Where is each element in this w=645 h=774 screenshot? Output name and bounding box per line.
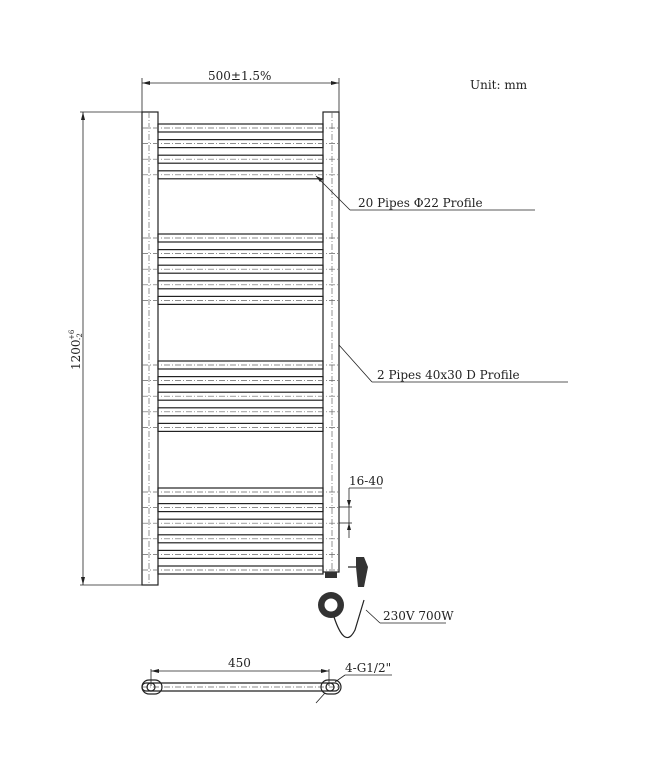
- left-column: [141, 111, 159, 586]
- heater-element: 230V 700W: [318, 557, 454, 639]
- height-tol-upper: +6: [68, 329, 76, 340]
- pipes-label: 20 Pipes Φ22 Profile: [358, 196, 483, 210]
- columns-leader: 2 Pipes 40x30 D Profile: [338, 344, 568, 383]
- columns-label: 2 Pipes 40x30 D Profile: [377, 368, 520, 382]
- connection-label: 4-G1/2": [345, 661, 391, 675]
- heater-label: 230V 700W: [383, 609, 454, 623]
- height-dimension: 1200 +6 -2: [68, 111, 142, 586]
- height-tol-lower: -2: [76, 333, 84, 340]
- valve-offset-label: 16-40: [349, 474, 384, 488]
- width-dim-label: 500±1.5%: [208, 69, 271, 83]
- pipes-leader: 20 Pipes Φ22 Profile: [315, 175, 535, 211]
- width-dimension: 500±1.5%: [141, 69, 340, 112]
- valve-offset-dimension: 16-40: [339, 474, 384, 538]
- height-dim-label: 1200: [69, 339, 83, 370]
- unit-label: Unit: mm: [470, 78, 528, 92]
- pipes: [142, 123, 339, 575]
- right-column: [322, 111, 340, 573]
- bottom-view: 450 4-G1/2": [141, 656, 392, 704]
- bottom-width-label: 450: [228, 656, 251, 670]
